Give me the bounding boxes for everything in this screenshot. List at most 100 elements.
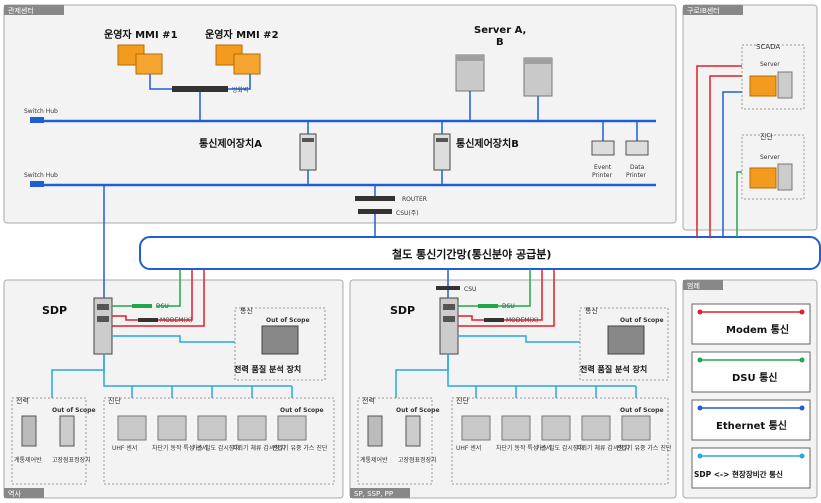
switch-hub-2-label: Switch Hub (24, 172, 58, 179)
comm-ctrl-b-icon (433, 133, 451, 171)
scada-label: SCADA (756, 43, 780, 51)
firewall-icon (172, 86, 228, 92)
diag-right-item-2: 차단기 동작 특성 센서 (496, 444, 551, 452)
switch-hub-2-icon (30, 181, 44, 187)
sdp-left-icon (93, 297, 113, 355)
legend-item-ethernet: Ethernet 통신 (691, 399, 811, 441)
sdp-right-icon (439, 297, 459, 355)
firewall-label: 방화벽 (232, 86, 249, 94)
comm-box-right (579, 307, 669, 381)
dsu-right-icon (478, 304, 498, 308)
power-item-left-2: 고장점표정장치 (52, 456, 91, 464)
sdp-right-label: SDP (390, 304, 415, 317)
event-printer-icon (591, 140, 615, 156)
data-printer-label-1: Data (630, 164, 645, 171)
csu-main-icon (358, 209, 392, 214)
zone-tab (683, 5, 743, 15)
data-printer-label-2: Printer (626, 172, 646, 179)
zone-station-label: 역사 (8, 489, 21, 498)
backup-diag-label: 진단 (760, 132, 773, 141)
sdp-left-label: SDP (42, 304, 67, 317)
server-ab-label-1: Server A, (474, 25, 526, 36)
diag-group-right-label: 진단 (456, 396, 469, 405)
legend-item-dsu: DSU 통신 (691, 351, 811, 393)
legend-title: 범례 (687, 281, 700, 290)
csu-main-label: CSU(주) (396, 210, 419, 217)
modem-right-icon (484, 318, 504, 322)
csu-right-icon (436, 286, 460, 290)
legend-field-label: SDP <-> 현장장비간 통신 (694, 469, 783, 479)
mmi-2-icon (215, 44, 261, 75)
mmi-2-label: 운영자 MMI #2 (205, 28, 279, 41)
power-item-left-1: 계통제어반 (14, 456, 42, 464)
out-of-scope-diag-right: Out of Scope (620, 407, 664, 414)
out-of-scope-power-right: Out of Scope (396, 407, 440, 414)
server-ab-label-2: B (496, 37, 504, 48)
power-analyzer-left-icon (261, 325, 299, 355)
mmi-1-icon (117, 44, 163, 75)
zone-sp-label: SP, SSP, PP (354, 490, 393, 498)
legend-dsu-label: DSU 통신 (732, 371, 778, 384)
diag-left-item-5: 변압기 유중 가스 진단 (272, 444, 328, 452)
zone-sp-ssp-pp (349, 279, 677, 499)
mmi-1-label: 운영자 MMI #1 (104, 28, 178, 41)
power-item-right-1-icon (367, 415, 383, 447)
diag-group-right (451, 397, 669, 485)
power-analyzer-right-label: 전력 품질 분석 장치 (580, 364, 647, 374)
diag-left-item-3: 가스 밀도 감시장치 (192, 444, 240, 452)
zone-tab (4, 5, 64, 15)
diag-left-item-4: 피뢰기 체류 감시장치 (232, 444, 286, 452)
diag-left-icons (117, 415, 307, 441)
zone-backup-center-label: 구로IB센터 (687, 6, 720, 15)
diag-server-icon (749, 163, 793, 191)
power-item-left-1-icon (21, 415, 37, 447)
event-printer-label-2: Printer (592, 172, 612, 179)
comm-box-left (234, 307, 326, 381)
zone-tab (683, 280, 723, 290)
power-analyzer-left-label: 전력 품질 분석 장치 (234, 364, 301, 374)
diag-server-box (741, 134, 805, 200)
power-group-left (11, 397, 87, 485)
comm-box-left-label: 통신 (240, 306, 253, 315)
comm-ctrl-a-icon (299, 133, 317, 171)
comm-ctrl-a-label: 통신제어장치A (199, 137, 262, 150)
diag-right-item-4: 피뢰기 체류 감시장치 (576, 444, 630, 452)
diag-right-item-1: UHF 센서 (456, 444, 481, 452)
diag-right-icons (461, 415, 651, 441)
power-item-right-1: 계통제어반 (360, 456, 388, 464)
zone-tab (350, 488, 410, 498)
zone-control-room (3, 4, 677, 224)
power-group-right-label: 전력 (362, 396, 375, 405)
diag-right-item-5: 변압기 유중 가스 진단 (616, 444, 672, 452)
diag-group-left (103, 397, 335, 485)
power-group-right (357, 397, 433, 485)
scada-box (741, 44, 805, 110)
backbone-label: 철도 통신기간망(통신분야 공급분) (392, 247, 551, 261)
modem-left-icon (138, 318, 158, 322)
switch-hub-1-label: Switch Hub (24, 108, 58, 115)
out-of-scope-comm-right: Out of Scope (620, 317, 664, 324)
scada-server-icon (749, 71, 793, 99)
server-b-icon (523, 57, 553, 97)
scada-server-label: Server (760, 61, 780, 68)
power-item-right-2: 고장점표정장치 (398, 456, 437, 464)
data-printer-icon (625, 140, 649, 156)
out-of-scope-power-left: Out of Scope (52, 407, 96, 414)
switch-hub-1-icon (30, 117, 44, 123)
out-of-scope-diag-left: Out of Scope (280, 407, 324, 414)
diag-group-left-label: 진단 (108, 396, 121, 405)
router-label: ROUTER (402, 196, 427, 203)
server-a-icon (455, 54, 485, 92)
router-icon (355, 196, 395, 201)
csu-right-label: CSU (464, 286, 476, 293)
power-group-left-label: 전력 (16, 396, 29, 405)
diag-left-item-1: UHF 센서 (112, 444, 137, 452)
diag-left-item-2: 차단기 동작 특성 센서 (152, 444, 207, 452)
event-printer-label-1: Event (594, 164, 612, 171)
power-item-right-2-icon (405, 415, 421, 447)
zone-control-room-label: 관제센터 (8, 6, 34, 15)
backbone-network (139, 236, 821, 270)
legend-item-field: SDP <-> 현장장비간 통신 (691, 447, 811, 489)
